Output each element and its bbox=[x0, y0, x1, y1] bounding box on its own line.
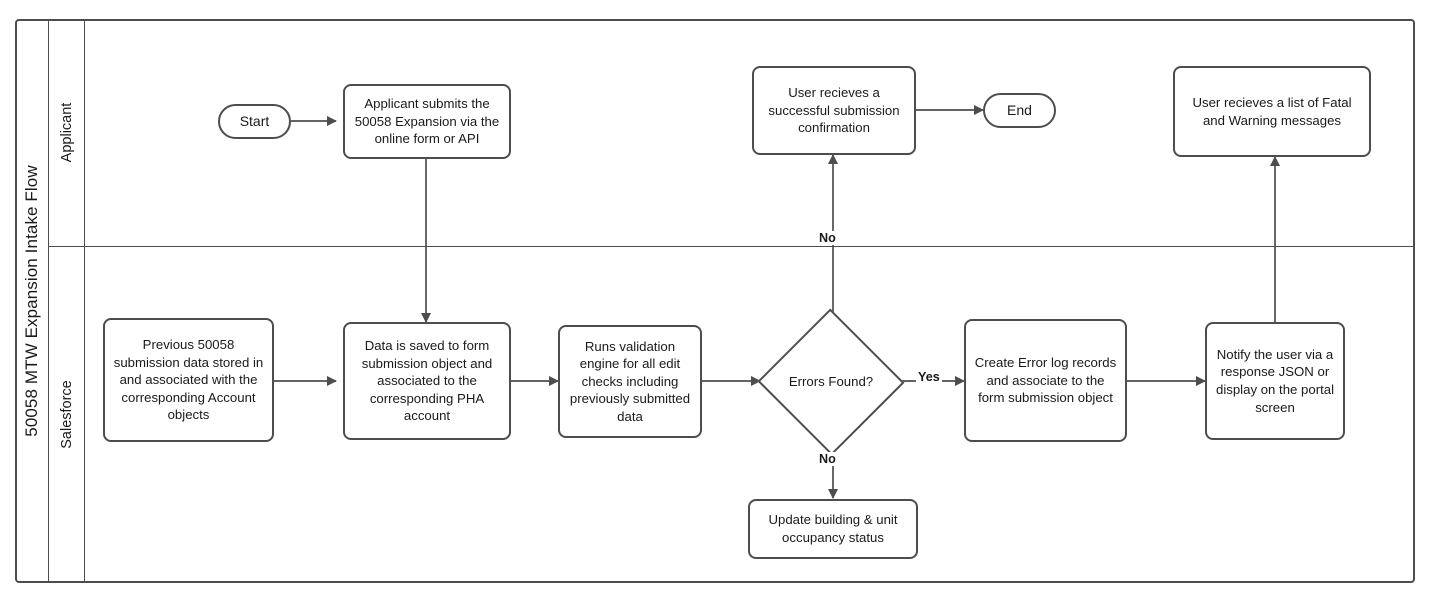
lane-label-salesforce: Salesforce bbox=[59, 380, 75, 449]
node-previous-submission-data[interactable]: Previous 50058 submission data stored in… bbox=[103, 318, 274, 442]
lane-divider bbox=[49, 246, 1415, 247]
node-start[interactable]: Start bbox=[218, 104, 291, 139]
node-applicant-submits[interactable]: Applicant submits the 50058 Expansion vi… bbox=[343, 84, 511, 159]
node-fatal-warning-messages[interactable]: User recieves a list of Fatal and Warnin… bbox=[1173, 66, 1371, 157]
node-errors-found-decision[interactable]: Errors Found? bbox=[757, 307, 905, 456]
node-runs-validation[interactable]: Runs validation engine for all edit chec… bbox=[558, 325, 702, 438]
pool-title: 50058 MTW Expansion Intake Flow bbox=[22, 165, 41, 437]
decision-label: Errors Found? bbox=[788, 374, 874, 389]
lane-label-column-salesforce bbox=[49, 246, 85, 583]
lane-label-column-applicant bbox=[49, 19, 85, 246]
edge-label-no-down: No bbox=[817, 452, 838, 466]
edge-label-yes: Yes bbox=[916, 370, 942, 384]
node-notify-user[interactable]: Notify the user via a response JSON or d… bbox=[1205, 322, 1345, 440]
node-data-saved[interactable]: Data is saved to form submission object … bbox=[343, 322, 511, 440]
node-end[interactable]: End bbox=[983, 93, 1056, 128]
node-create-error-log[interactable]: Create Error log records and associate t… bbox=[964, 319, 1127, 442]
node-submission-confirmation[interactable]: User recieves a successful submission co… bbox=[752, 66, 916, 155]
pool-title-column bbox=[15, 19, 49, 583]
edge-label-no-up: No bbox=[817, 231, 838, 245]
lane-label-applicant: Applicant bbox=[59, 102, 75, 163]
node-update-occupancy[interactable]: Update building & unit occupancy status bbox=[748, 499, 918, 559]
